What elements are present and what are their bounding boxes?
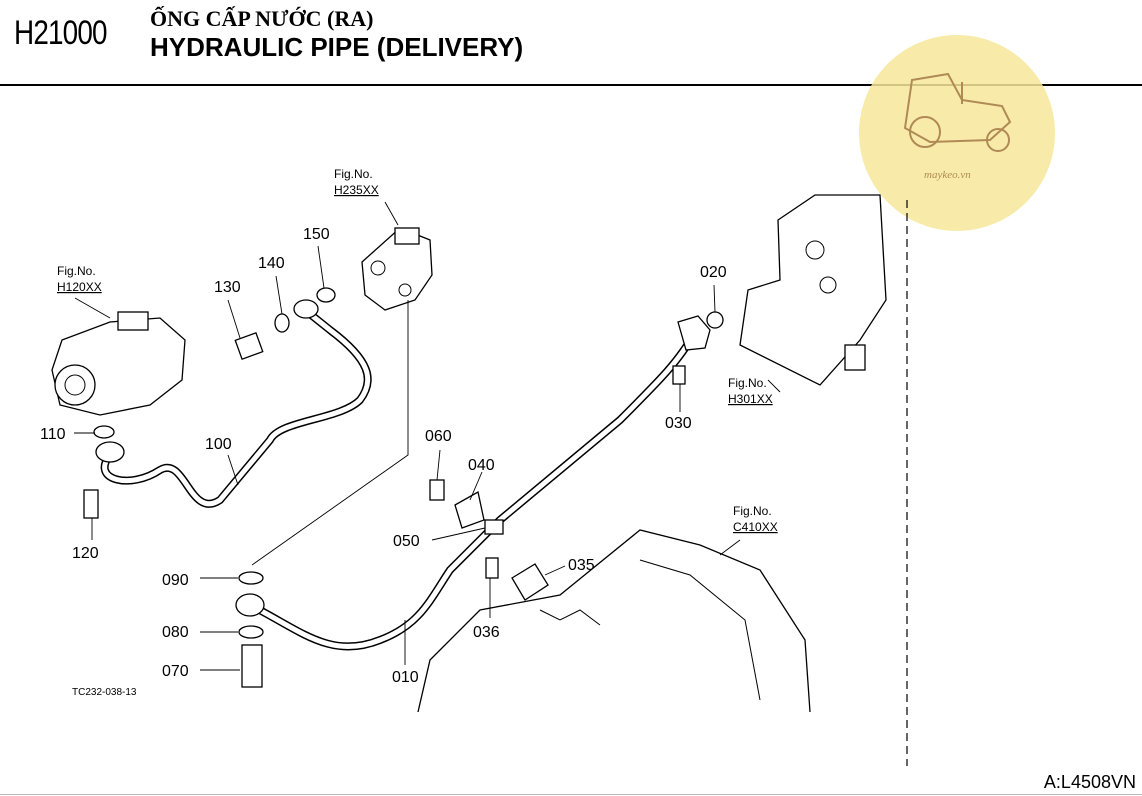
bolt-060	[429, 479, 445, 501]
leader-lines	[74, 201, 781, 671]
valve-block	[361, 227, 433, 311]
o-ring-110	[93, 425, 115, 439]
part-label-070: 070	[162, 663, 189, 680]
part-label-150: 150	[303, 226, 330, 243]
bolt-130	[234, 332, 264, 360]
fig-ref-code: C410XX	[733, 520, 778, 534]
title-english: HYDRAULIC PIPE (DELIVERY)	[150, 32, 524, 62]
part-label-050: 050	[393, 533, 420, 550]
header-divider	[0, 84, 1142, 86]
drawing-code: TC232-038-13	[72, 687, 137, 698]
o-ring-020	[706, 311, 724, 329]
fig-ref-code: H235XX	[334, 183, 379, 197]
part-label-010: 010	[392, 669, 419, 686]
page-code: H21000	[14, 14, 108, 52]
banjo-bolt-070	[241, 644, 263, 688]
washer-140	[274, 313, 290, 333]
part-label-090: 090	[162, 572, 189, 589]
transmission-case	[417, 529, 811, 713]
bolt-030	[672, 365, 686, 385]
washer-090	[238, 571, 264, 585]
washer-150	[316, 287, 336, 303]
part-label-110: 110	[40, 426, 66, 443]
maykeo-logo: maykeo.vn	[859, 35, 1055, 231]
part-label-080: 080	[162, 624, 189, 641]
bolt-120	[83, 489, 99, 519]
fig-ref-label: Fig.No.	[57, 264, 96, 278]
part-label-030: 030	[665, 415, 692, 432]
part-label-036: 036	[473, 624, 500, 641]
pipe-010	[235, 315, 711, 651]
washer-080	[238, 625, 264, 639]
part-label-020: 020	[700, 264, 727, 281]
footer-reference: A:L4508VN	[1043, 772, 1136, 792]
fig-ref-label: Fig.No.	[728, 376, 767, 390]
part-label-100: 100	[205, 436, 232, 453]
fig-ref-code: H301XX	[728, 392, 773, 406]
part-label-130: 130	[214, 279, 241, 296]
hydraulic-pump	[51, 311, 186, 416]
band-050	[484, 519, 504, 535]
footer-divider	[0, 794, 1142, 795]
tractor-icon	[903, 72, 1012, 152]
control-valve	[739, 194, 887, 386]
part-label-120: 120	[72, 545, 99, 562]
logo-text: maykeo.vn	[924, 169, 971, 181]
title-vietnamese: ỐNG CẤP NƯỚC (RA)	[150, 6, 374, 31]
bolt-036	[485, 557, 499, 579]
fig-ref-label: Fig.No.	[334, 167, 373, 181]
part-label-040: 040	[468, 457, 495, 474]
fig-ref-label: Fig.No.	[733, 504, 772, 518]
clamp-035	[511, 563, 549, 601]
fig-ref-code: H120XX	[57, 280, 102, 294]
clamp-040	[454, 490, 485, 529]
part-label-035: 035	[568, 557, 595, 574]
part-label-140: 140	[258, 255, 285, 272]
pipe-100	[95, 299, 372, 508]
part-label-060: 060	[425, 428, 452, 445]
